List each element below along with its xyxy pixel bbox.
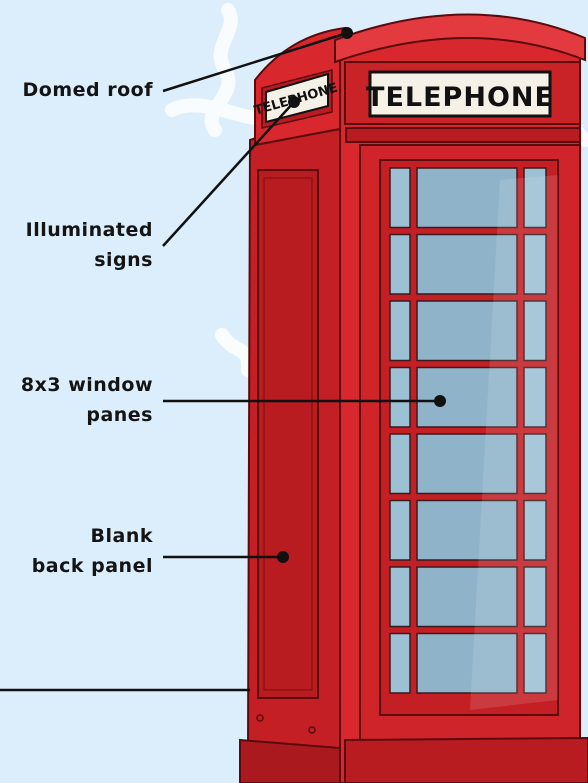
front-sign-text: TELEPHONE [366, 82, 554, 113]
label-illuminated-signs-line-2: signs [26, 245, 153, 275]
window-pane-7-1 [390, 567, 410, 627]
booth-side-face [240, 110, 340, 783]
label-back-panel-line-1: Blank [32, 521, 153, 551]
label-back-panel-line-2: back panel [32, 551, 153, 581]
window-pane-1-1 [390, 168, 410, 228]
window-pane-3-1 [390, 301, 410, 361]
label-illuminated-signs-line-1: Illuminated [26, 215, 153, 245]
label-domed-roof: Domed roof [23, 75, 153, 105]
back-panel [258, 170, 318, 698]
label-domed-roof-line-1: Domed roof [23, 75, 153, 105]
label-back-panel: Blank back panel [32, 521, 153, 581]
window-pane-8-1 [390, 634, 410, 694]
window-pane-5-1 [390, 434, 410, 494]
window-pane-6-1 [390, 501, 410, 561]
window-pane-2-1 [390, 235, 410, 295]
label-window-panes-line-1: 8x3 window [21, 370, 153, 400]
label-window-panes-line-2: panes [21, 400, 153, 430]
window-pane-4-1 [390, 368, 410, 428]
label-illuminated-signs: Illuminated signs [26, 215, 153, 275]
label-window-panes: 8x3 window panes [21, 370, 153, 430]
